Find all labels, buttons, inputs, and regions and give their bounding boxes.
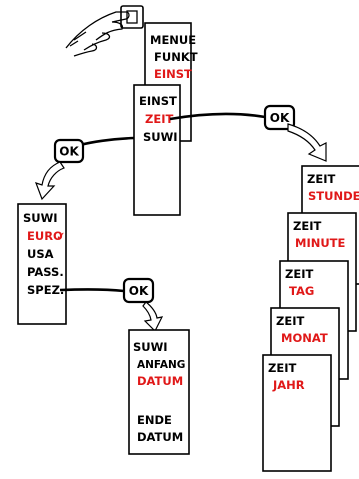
ok-button-spez-frame: [122, 277, 155, 304]
zeit-card-jahr-label: JAHR: [272, 378, 305, 392]
zeit-card-stunde-label: STUNDE: [308, 189, 359, 203]
datum-screen-frame: [128, 329, 190, 455]
zeit-card-minute-heading: ZEIT: [293, 219, 321, 233]
zeit-stack: ZEIT STUNDE ZEIT MINUTE ZEIT TAG ZEIT MO…: [262, 165, 359, 472]
zeit-card-jahr-heading: ZEIT: [268, 361, 296, 375]
ok-label-zeit: OK: [270, 111, 290, 125]
curved-arrow-icon-spez: [142, 301, 164, 333]
ok-label-suwi: OK: [59, 145, 79, 159]
einst-item-zeit: ZEIT: [145, 112, 173, 126]
menu-item-menue: MENUE: [150, 33, 196, 47]
einst-item-einst: EINST: [139, 94, 177, 108]
zeit-card-jahr: ZEIT JAHR: [262, 354, 332, 472]
datum-item-ende: ENDE: [137, 413, 172, 427]
curved-arrow-icon-right: [287, 123, 327, 162]
connector-zeit-ok: [169, 112, 266, 121]
datum-screen: SUWI ANFANG DATUM ENDE DATUM: [128, 329, 190, 455]
datum-item-datum-start: DATUM: [137, 374, 183, 388]
zeit-card-monat-label: MONAT: [281, 331, 328, 345]
device-button-inner-icon: [126, 10, 138, 24]
zeit-card-monat-heading: ZEIT: [276, 314, 304, 328]
einst-item-suwi: SUWI: [143, 130, 178, 144]
einst-screen-frame: [133, 84, 181, 216]
connector-suwi-ok: [79, 136, 135, 147]
suwi-item-pass: PASS.: [27, 265, 64, 279]
device-button-icon: [120, 5, 144, 29]
curved-arrow-right-shape: [287, 123, 327, 162]
zeit-card-tag-heading: ZEIT: [285, 267, 313, 281]
suwi-item-euro: EURO: [27, 229, 63, 243]
hand-outline: [65, 11, 130, 57]
menu-item-funkt: FUNKT: [154, 50, 198, 64]
einst-screen: EINST ZEIT SUWI: [133, 84, 181, 216]
menu-item-einst: EINST: [154, 67, 192, 81]
ok-button-zeit: OK: [263, 104, 296, 131]
zeit-card-jahr-frame: [262, 354, 332, 472]
hand-pressing-button-icon: [65, 5, 144, 57]
datum-item-anfang: ANFANG: [137, 359, 185, 371]
ok-button-zeit-frame: [263, 104, 296, 131]
suwi-item-spez: SPEZ.: [27, 283, 64, 297]
suwi-item-usa: USA: [27, 247, 54, 261]
datum-item-datum-end: DATUM: [137, 430, 183, 444]
curved-arrow-left-shape: [34, 161, 65, 201]
hand-lines: [69, 31, 87, 47]
suwi-screen-frame: [17, 203, 67, 325]
suwi-item-suwi: SUWI: [23, 211, 58, 225]
datum-item-suwi: SUWI: [133, 340, 168, 354]
connector-spez-ok: [59, 288, 125, 293]
curved-arrow-icon-left: [34, 161, 65, 201]
zeit-card-minute-label: MINUTE: [295, 236, 346, 250]
zeit-card-stunde-heading: ZEIT: [307, 172, 335, 186]
zeit-card-tag-label: TAG: [289, 284, 314, 298]
ok-button-suwi-frame: [53, 138, 85, 164]
ok-label-spez: OK: [129, 284, 149, 298]
suwi-screen: SUWI EURO ✓ USA PASS. SPEZ.: [17, 203, 67, 325]
ok-button-spez: OK: [122, 277, 155, 304]
ok-button-suwi: OK: [53, 138, 85, 164]
suwi-check-icon: ✓: [56, 229, 66, 243]
curved-arrow-spez-shape: [142, 301, 164, 333]
